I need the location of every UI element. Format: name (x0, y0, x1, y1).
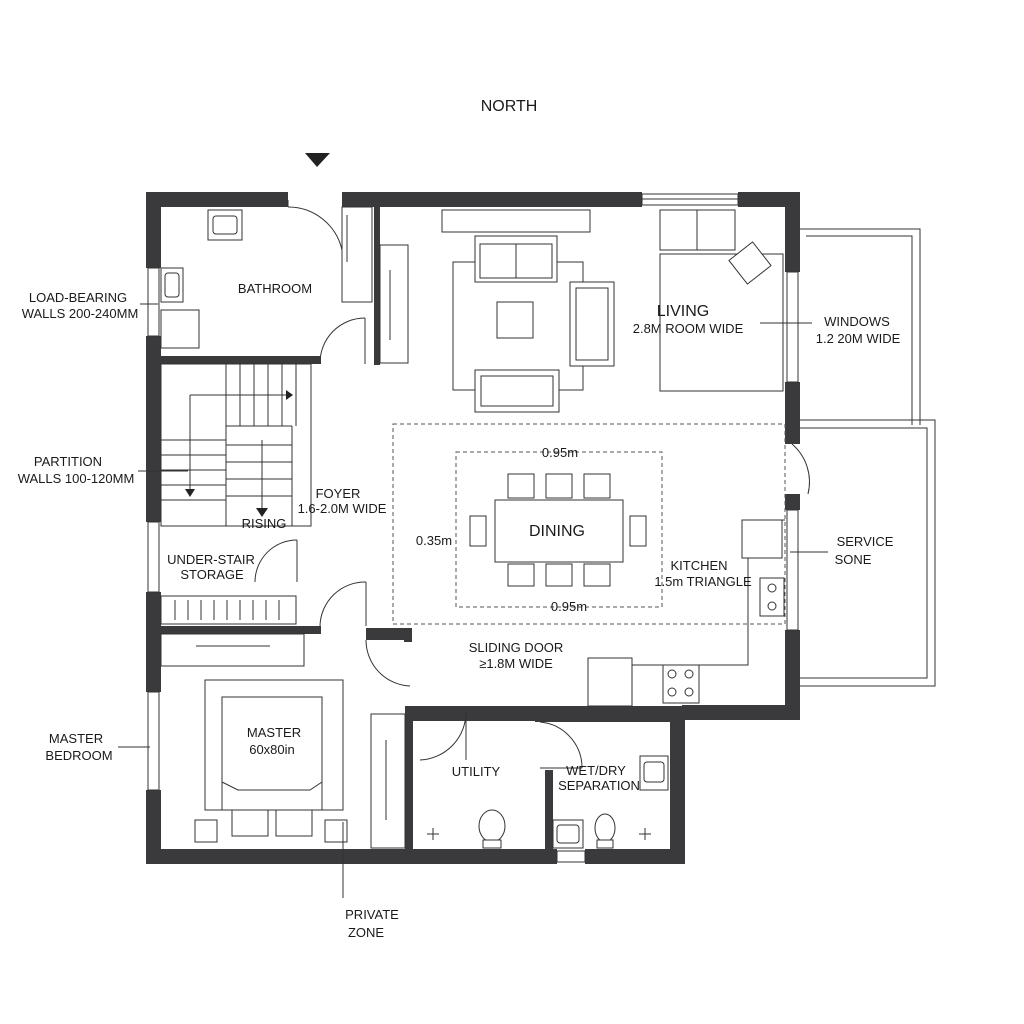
private-zone-callout: PRIVATE (345, 907, 399, 922)
service-zone-callout-line2: SONE (835, 552, 872, 567)
sliding-door-width-label: ≥1.8M WIDE (479, 656, 553, 671)
walls (146, 192, 800, 864)
master-label: MASTER (247, 725, 301, 740)
north-arrow-icon (305, 153, 330, 167)
dining-left-dim: 0.35m (416, 533, 452, 548)
foyer-label: FOYER (316, 486, 361, 501)
windows-spec-callout: 1.2 20M WIDE (816, 331, 901, 346)
load-bearing-spec-callout: WALLS 200-240MM (22, 306, 139, 321)
load-bearing-callout: LOAD-BEARING (29, 290, 127, 305)
master-bedroom-callout: MASTER (49, 731, 103, 746)
private-zone-callout-line2: ZONE (348, 925, 384, 940)
living-label: LIVING (657, 303, 709, 320)
callout-leaders (118, 303, 828, 898)
bathroom-fixtures (160, 206, 373, 349)
rising-label: RISING (242, 516, 287, 531)
dining-bottom-dim: 0.95m (551, 599, 587, 614)
dining-table (469, 473, 647, 587)
kitchen-triangle-label: 1.5m TRIANGLE (654, 574, 752, 589)
balcony-outline (798, 228, 921, 425)
service-zone-callout: SERVICE (837, 534, 894, 549)
under-stair-storage-shelving (160, 595, 297, 625)
partition-callout: PARTITION (34, 454, 102, 469)
under-stair-label: UNDER-STAIR (167, 552, 255, 567)
under-stair-storage-label: STORAGE (180, 567, 244, 582)
living-width-label: 2.8M ROOM WIDE (633, 321, 744, 336)
living-furniture (441, 209, 784, 413)
dining-clearance-outline (455, 451, 663, 608)
wardrobe-near-bath (379, 244, 409, 364)
windows-callout: WINDOWS (824, 314, 890, 329)
partition-spec-callout: WALLS 100-120MM (18, 471, 135, 486)
separation-label: SEPARATION (558, 778, 640, 793)
master-bedroom-furniture (160, 633, 406, 849)
kitchen-label: KITCHEN (670, 558, 727, 573)
sliding-door-label: SLIDING DOOR (469, 640, 564, 655)
staircase (160, 363, 312, 527)
foyer-width-label: 1.6-2.0M WIDE (298, 501, 387, 516)
kitchen-counters (587, 519, 785, 707)
dining-top-dim: 0.95m (542, 445, 578, 460)
dining-label: DINING (529, 523, 585, 540)
utility-label: UTILITY (452, 764, 501, 779)
bathroom-label: BATHROOM (238, 281, 312, 296)
wet-dry-label: WET/DRY (566, 763, 626, 778)
doors (254, 200, 810, 769)
utility-fixtures (427, 809, 506, 849)
dining-zone-outline (392, 423, 786, 625)
service-yard-outline (790, 419, 936, 687)
wet-dry-fixtures (552, 755, 669, 849)
master-bed-size-label: 60x80in (249, 742, 295, 757)
master-bedroom-callout-line2: BEDROOM (45, 748, 112, 763)
north-label: NORTH (481, 98, 538, 115)
